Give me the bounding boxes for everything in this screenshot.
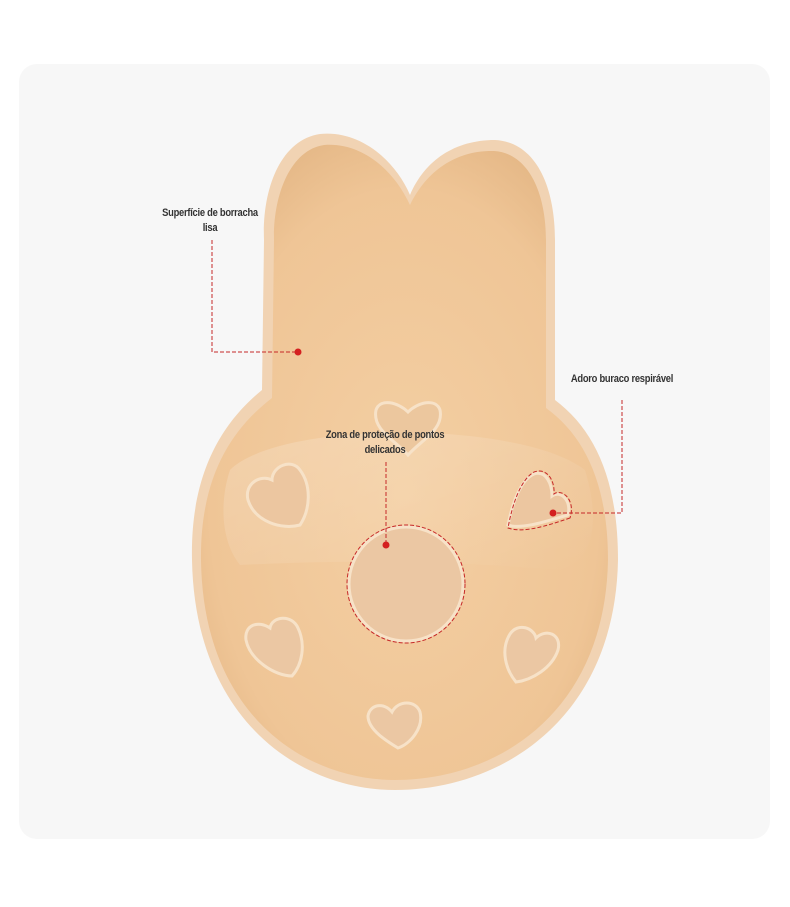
callout-zone-circle <box>346 524 466 644</box>
callout-hole-line <box>555 400 623 514</box>
callout-zone-dot <box>382 541 390 549</box>
protection-circle <box>347 525 465 643</box>
heart-hole-top <box>374 401 442 458</box>
callout-hole-heart-outline <box>507 470 572 531</box>
heart-hole-bottom <box>366 701 423 750</box>
callout-smooth-surface-dot <box>294 348 302 356</box>
callout-smooth-surface-line <box>211 240 298 353</box>
callout-protection-zone-label: Zona de proteção de pontos delicados <box>325 429 445 456</box>
heart-hole-lower-left <box>244 616 304 678</box>
callout-breathable-hole-label: Adoro buraco respirável <box>570 373 674 385</box>
callout-hole-dot <box>549 509 557 517</box>
callout-smooth-surface-label: Superfície de borracha lisa <box>162 207 258 234</box>
heart-hole-left <box>245 462 310 528</box>
heart-hole-lower-right <box>503 625 561 684</box>
